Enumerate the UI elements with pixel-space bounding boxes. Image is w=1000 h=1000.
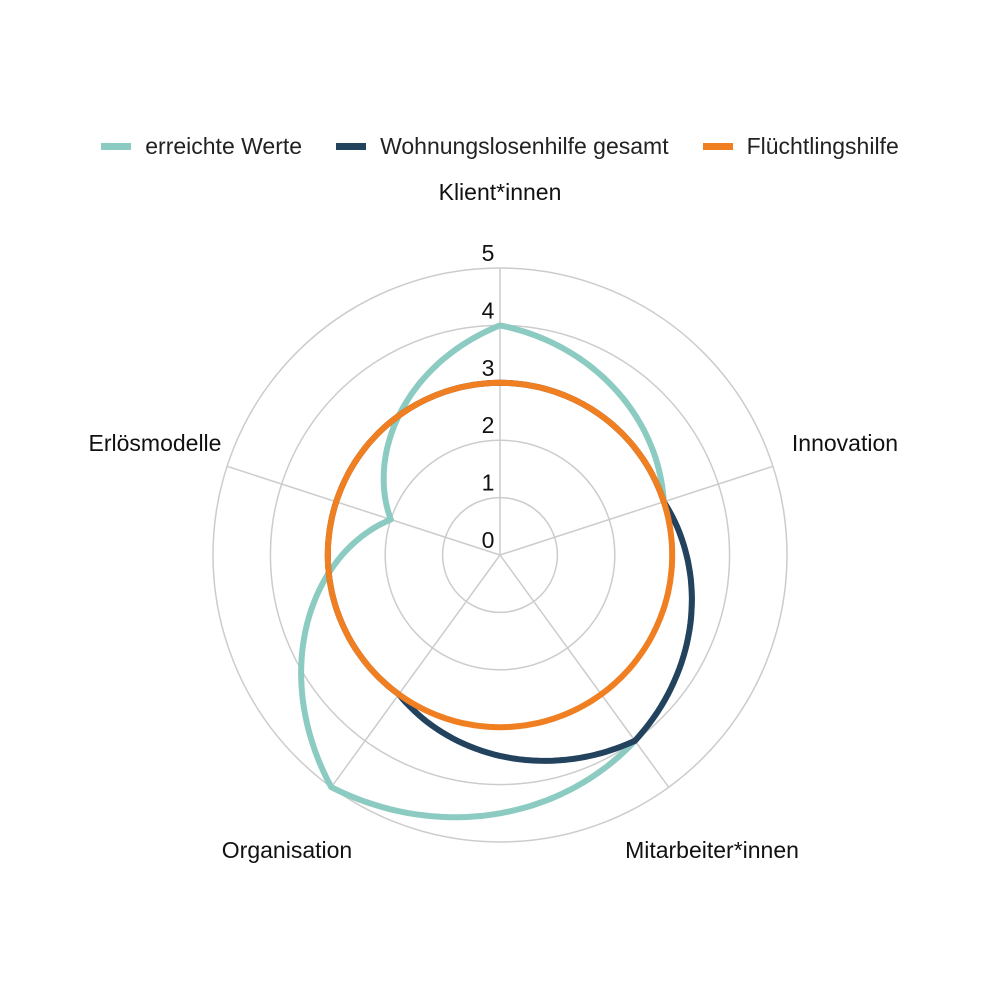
tick-label: 0 (482, 527, 495, 553)
legend-label: Wohnungslosenhilfe gesamt (380, 133, 669, 159)
tick-label: 4 (482, 297, 495, 323)
tick-label: 5 (482, 240, 495, 266)
series-line (324, 379, 676, 731)
legend-label: Flüchtlingshilfe (746, 133, 899, 159)
legend-swatch (101, 143, 132, 150)
axis-label: Innovation (792, 430, 898, 456)
chart-legend: erreichte Werte Wohnungslosenhilfe gesam… (0, 133, 1000, 160)
legend-swatch (336, 143, 367, 150)
legend-label: erreichte Werte (145, 133, 303, 159)
axis-label: Organisation (222, 837, 352, 863)
axis-label: Mitarbeiter*innen (625, 837, 799, 863)
tick-label: 3 (482, 355, 495, 381)
grid-spoke (499, 554, 670, 788)
tick-label: 2 (482, 412, 495, 438)
legend-item-erreichte-werte: erreichte Werte (101, 133, 302, 160)
grid-spoke (330, 554, 501, 788)
legend-item-wohnungslosenhilfe: Wohnungslosenhilfe gesamt (336, 133, 669, 160)
series-line (324, 379, 695, 764)
axis-label: Klient*innen (439, 179, 562, 205)
tick-label: 1 (482, 470, 495, 496)
grid-spoke (226, 465, 501, 556)
legend-swatch (702, 143, 733, 150)
grid-spoke (499, 465, 774, 556)
axis-label: Erlösmodelle (89, 430, 222, 456)
series-line (298, 322, 695, 821)
legend-item-fluechtlingshilfe: Flüchtlingshilfe (702, 133, 899, 160)
